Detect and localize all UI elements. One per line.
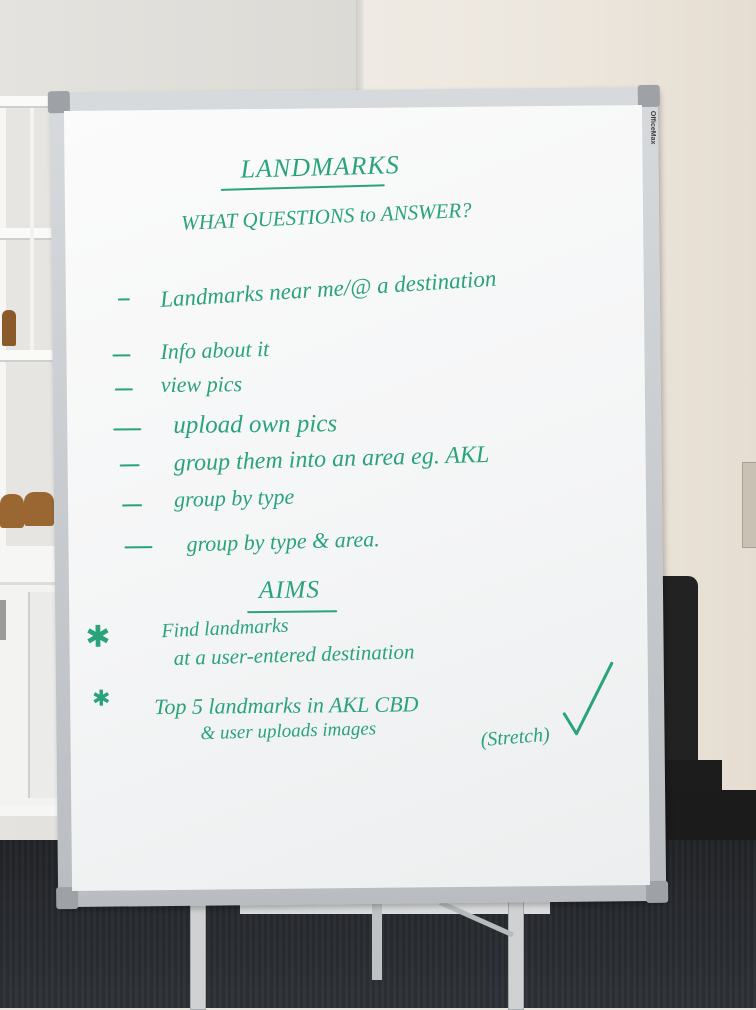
shelf-board xyxy=(0,350,66,362)
board-subtitle: WHAT QUESTIONS to ANSWER? xyxy=(180,197,473,235)
bullet-dash xyxy=(112,354,131,357)
aim-item-line: Top 5 landmarks in AKL CBD xyxy=(154,691,419,720)
check-mark-icon xyxy=(562,661,614,736)
board-title: LANDMARKS xyxy=(240,150,401,184)
question-item: Info about it xyxy=(160,335,270,365)
easel-leg-left xyxy=(190,890,206,1010)
bullet-dash xyxy=(113,428,142,431)
question-item: view pics xyxy=(160,371,243,398)
question-item: group by type xyxy=(173,483,295,512)
whiteboard-surface: LANDMARKS WHAT QUESTIONS to ANSWER? Land… xyxy=(63,105,651,892)
cabinet-handle xyxy=(0,600,6,640)
wooden-figurine xyxy=(0,494,24,528)
aim-item-line: Find landmarks xyxy=(160,614,290,643)
bullet-dash xyxy=(122,504,143,507)
question-item: upload own pics xyxy=(173,410,338,439)
aim-item-line: & user uploads images xyxy=(200,718,377,745)
brand-label: OfficeMax xyxy=(648,110,657,145)
title-underline xyxy=(220,184,385,191)
aims-heading: AIMS xyxy=(258,576,321,605)
wooden-figurine xyxy=(24,492,54,526)
question-item: Landmarks near me/@ a destination xyxy=(159,265,498,312)
aims-underline xyxy=(247,610,338,614)
asterisk-icon: ✱ xyxy=(91,686,111,712)
asterisk-icon: ✱ xyxy=(85,619,111,655)
whiteboard: OfficeMax LANDMARKS WHAT QUESTIONS to AN… xyxy=(47,84,669,910)
easel-leg-right xyxy=(508,890,524,1010)
wall-switch-plate xyxy=(742,462,756,548)
bullet-dash xyxy=(124,546,153,549)
frame-corner-cap xyxy=(637,84,660,108)
frame-corner-cap xyxy=(47,90,70,114)
bullet-dash xyxy=(114,388,133,391)
easel-leg-middle xyxy=(372,890,382,980)
question-item: group them into an area eg. AKL xyxy=(173,441,490,477)
wooden-figurine xyxy=(2,310,16,346)
stretch-note: (Stretch) xyxy=(479,723,551,752)
question-item: group by type & area. xyxy=(186,526,381,557)
office-chair-arm xyxy=(662,760,722,790)
bullet-dash xyxy=(117,298,130,301)
aim-item-line: at a user-entered destination xyxy=(173,639,415,671)
shelf-divider xyxy=(30,108,34,350)
bullet-dash xyxy=(119,464,140,467)
